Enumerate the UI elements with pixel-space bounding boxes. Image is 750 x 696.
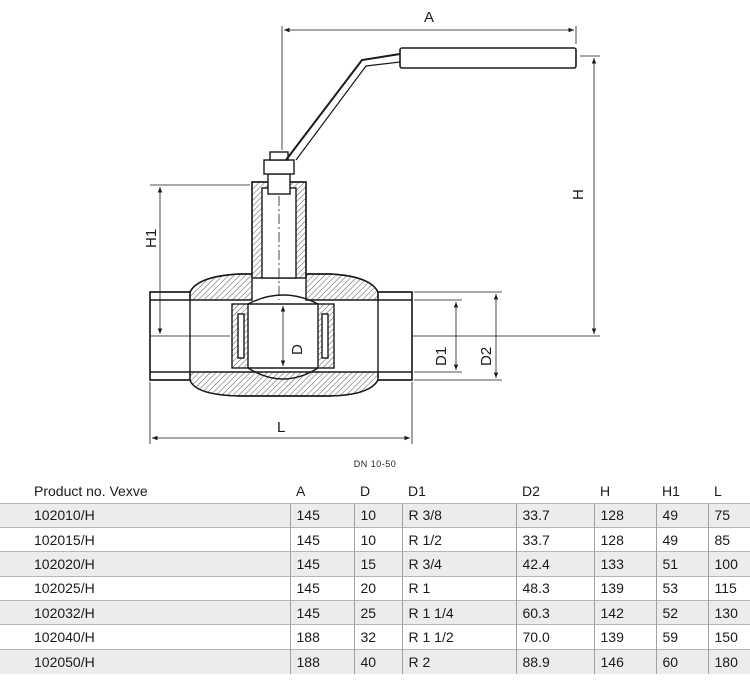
dim-label-a: A [424, 9, 434, 26]
cell-product-no: 102020/H [0, 551, 290, 577]
cell-d: 32 [353, 624, 402, 650]
cell-l: 180 [707, 648, 750, 674]
cell-d1: R 1 1/4 [401, 600, 516, 625]
cell-h1: 52 [655, 600, 708, 625]
header-d2: D2 [522, 482, 540, 499]
dim-label-h: H [570, 189, 587, 200]
cell-l: 75 [707, 502, 750, 528]
cell-d1: R 1 1/2 [401, 624, 516, 650]
cell-h: 128 [593, 526, 656, 552]
header-product-no: Product no. Vexve [34, 482, 148, 499]
cell-product-no: 102050/H [0, 648, 290, 674]
cell-h: 128 [593, 502, 656, 528]
cell-d2: 42.4 [515, 551, 594, 577]
cell-h1: 60 [655, 648, 708, 674]
cell-d: 10 [353, 502, 402, 528]
cell-d2: 70.0 [515, 624, 594, 650]
cell-h1: 59 [655, 624, 708, 650]
cell-a: 145 [289, 575, 354, 601]
valve-technical-drawing: A H H1 D D1 D2 L [143, 9, 600, 444]
cell-h: 146 [593, 648, 656, 674]
cell-d2: 33.7 [515, 502, 594, 528]
cell-product-no: 102010/H [0, 502, 290, 528]
cell-a: 145 [289, 551, 354, 577]
dimension-lines [149, 26, 600, 444]
cell-a: 188 [289, 624, 354, 650]
cell-l: 100 [707, 551, 750, 577]
cell-d: 10 [353, 526, 402, 552]
header-l: L [714, 482, 722, 499]
cell-d2: 33.7 [515, 526, 594, 552]
cell-a: 145 [289, 600, 354, 625]
dim-label-h1: H1 [143, 229, 160, 248]
dim-label-l: L [277, 419, 285, 436]
header-d1: D1 [408, 482, 426, 499]
cell-d2: 88.9 [515, 648, 594, 674]
cell-l: 130 [707, 600, 750, 625]
cell-product-no: 102032/H [0, 600, 290, 625]
cell-a: 145 [289, 502, 354, 528]
cell-d: 40 [353, 648, 402, 674]
cell-d1: R 3/8 [401, 502, 516, 528]
cell-d2: 60.3 [515, 600, 594, 625]
dim-label-d2: D2 [478, 347, 495, 366]
cell-d: 20 [353, 575, 402, 601]
cell-product-no: 102025/H [0, 575, 290, 601]
cell-h: 139 [593, 624, 656, 650]
cell-d1: R 1 [401, 575, 516, 601]
cell-h: 139 [593, 575, 656, 601]
cell-h1: 49 [655, 526, 708, 552]
cell-l: 85 [707, 526, 750, 552]
table-header-row: Product no. Vexve A D D1 D2 H H1 L [0, 479, 750, 503]
cell-product-no: 102040/H [0, 624, 290, 650]
valve-body [149, 47, 577, 397]
dimensions-table: Product no. Vexve A D D1 D2 H H1 L 10201… [0, 479, 750, 674]
cell-h1: 49 [655, 502, 708, 528]
cell-a: 188 [289, 648, 354, 674]
cell-d: 15 [353, 551, 402, 577]
cell-l: 150 [707, 624, 750, 650]
dimension-labels: A H H1 D D1 D2 L [143, 9, 587, 436]
cell-l: 115 [707, 575, 750, 601]
cell-h1: 51 [655, 551, 708, 577]
cell-d: 25 [353, 600, 402, 625]
table-caption: DN 10-50 [353, 459, 397, 469]
dim-label-d1: D1 [433, 347, 450, 366]
header-h: H [600, 482, 611, 499]
cell-a: 145 [289, 526, 354, 552]
cell-h: 133 [593, 551, 656, 577]
header-d: D [360, 482, 371, 499]
cell-d2: 48.3 [515, 575, 594, 601]
cell-d1: R 3/4 [401, 551, 516, 577]
header-h1: H1 [662, 482, 680, 499]
header-a: A [296, 482, 306, 499]
cell-h: 142 [593, 600, 656, 625]
cell-d1: R 1/2 [401, 526, 516, 552]
dim-label-d: D [289, 344, 306, 355]
cell-d1: R 2 [401, 648, 516, 674]
cell-h1: 53 [655, 575, 708, 601]
cell-product-no: 102015/H [0, 526, 290, 552]
